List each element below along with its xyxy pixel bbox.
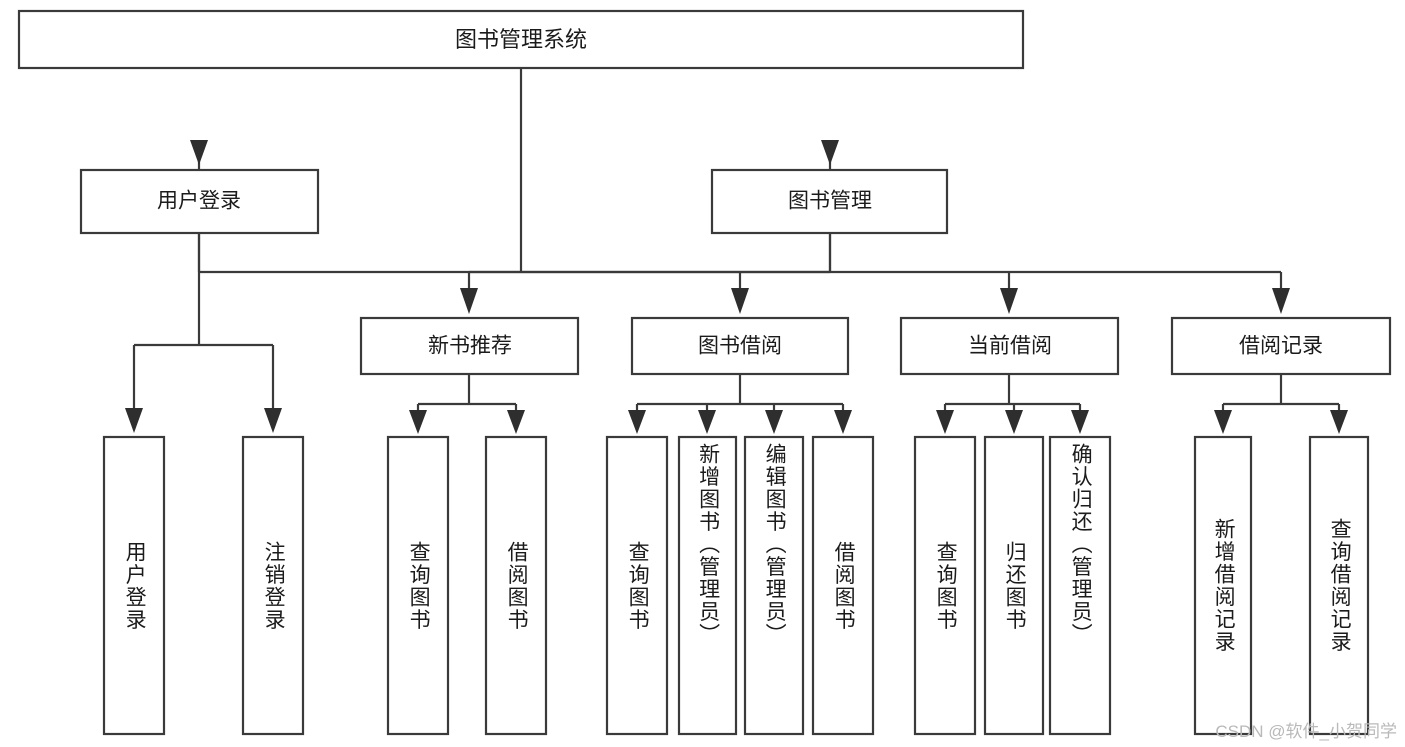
node-book-management-label: 图书管理: [788, 190, 872, 213]
leaf-node-layer: [102, 435, 1370, 736]
arrowhead-leaf-return-book: [1005, 410, 1023, 434]
node-current-borrow[interactable]: 当前借阅: [899, 316, 1120, 376]
leaf-box-add-record[interactable]: [1193, 435, 1253, 736]
node-book-borrow-box[interactable]: [630, 316, 850, 376]
arrowhead-leaf-confirm-return: [1071, 410, 1089, 434]
node-current-borrow-box[interactable]: [899, 316, 1120, 376]
arrowhead-leaf-query-book-1: [409, 410, 427, 434]
arrowhead-book-borrow: [731, 288, 749, 314]
arrowhead-leaf-logout: [264, 408, 282, 433]
arrowhead-user-login: [190, 140, 208, 165]
node-user-login[interactable]: 用户登录: [79, 168, 320, 235]
arrowhead-book-mgmt: [821, 140, 839, 165]
node-book-borrow-label: 图书借阅: [698, 335, 782, 358]
leaf-box-confirm-return[interactable]: [1048, 435, 1112, 736]
node-borrow-record-box[interactable]: [1170, 316, 1392, 376]
node-borrow-record[interactable]: 借阅记录: [1170, 316, 1392, 376]
node-user-login-label: 用户登录: [157, 190, 241, 213]
arrowhead-leaf-borrow-book-1: [507, 410, 525, 434]
leaf-box-query-book-2[interactable]: [605, 435, 669, 736]
arrowhead-leaf-query-book-2: [628, 410, 646, 434]
node-current-borrow-label: 当前借阅: [968, 335, 1052, 358]
node-new-book-recommend[interactable]: 新书推荐: [359, 316, 580, 376]
leaf-box-query-book-3[interactable]: [913, 435, 977, 736]
node-new-book-recommend-box[interactable]: [359, 316, 580, 376]
leaf-box-borrow-book-2[interactable]: [811, 435, 875, 736]
leaf-box-query-book-1[interactable]: [386, 435, 450, 736]
arrowhead-leaf-borrow-book-2: [834, 410, 852, 434]
connector-layer: [125, 68, 1348, 434]
leaf-box-return-book[interactable]: [983, 435, 1045, 736]
leaf-box-add-book[interactable]: [677, 435, 738, 736]
node-borrow-record-label: 借阅记录: [1239, 335, 1323, 358]
arrowhead-leaf-add-record: [1214, 410, 1232, 434]
arrowhead-borrow-record: [1272, 288, 1290, 314]
arrowhead-new-book-rec: [460, 288, 478, 314]
root-node-box[interactable]: [17, 9, 1025, 70]
leaf-box-borrow-book-1[interactable]: [484, 435, 548, 736]
leaf-box-user-login[interactable]: [102, 435, 166, 736]
leaf-box-edit-book[interactable]: [743, 435, 805, 736]
arrowhead-leaf-query-book-3: [936, 410, 954, 434]
leaf-box-logout[interactable]: [241, 435, 305, 736]
arrowhead-leaf-user-login: [125, 408, 143, 433]
node-user-login-box[interactable]: [79, 168, 320, 235]
arrowhead-leaf-edit-book: [765, 410, 783, 434]
node-book-borrow[interactable]: 图书借阅: [630, 316, 850, 376]
leaf-box-query-record[interactable]: [1308, 435, 1370, 736]
root-node[interactable]: 图书管理系统: [17, 9, 1025, 70]
arrowhead-current-borrow: [1000, 288, 1018, 314]
node-new-book-recommend-label: 新书推荐: [428, 335, 512, 358]
root-node-label: 图书管理系统: [455, 27, 587, 52]
node-book-management-box[interactable]: [710, 168, 949, 235]
arrowhead-leaf-add-book: [698, 410, 716, 434]
arrowhead-leaf-query-record: [1330, 410, 1348, 434]
node-book-management[interactable]: 图书管理: [710, 168, 949, 235]
